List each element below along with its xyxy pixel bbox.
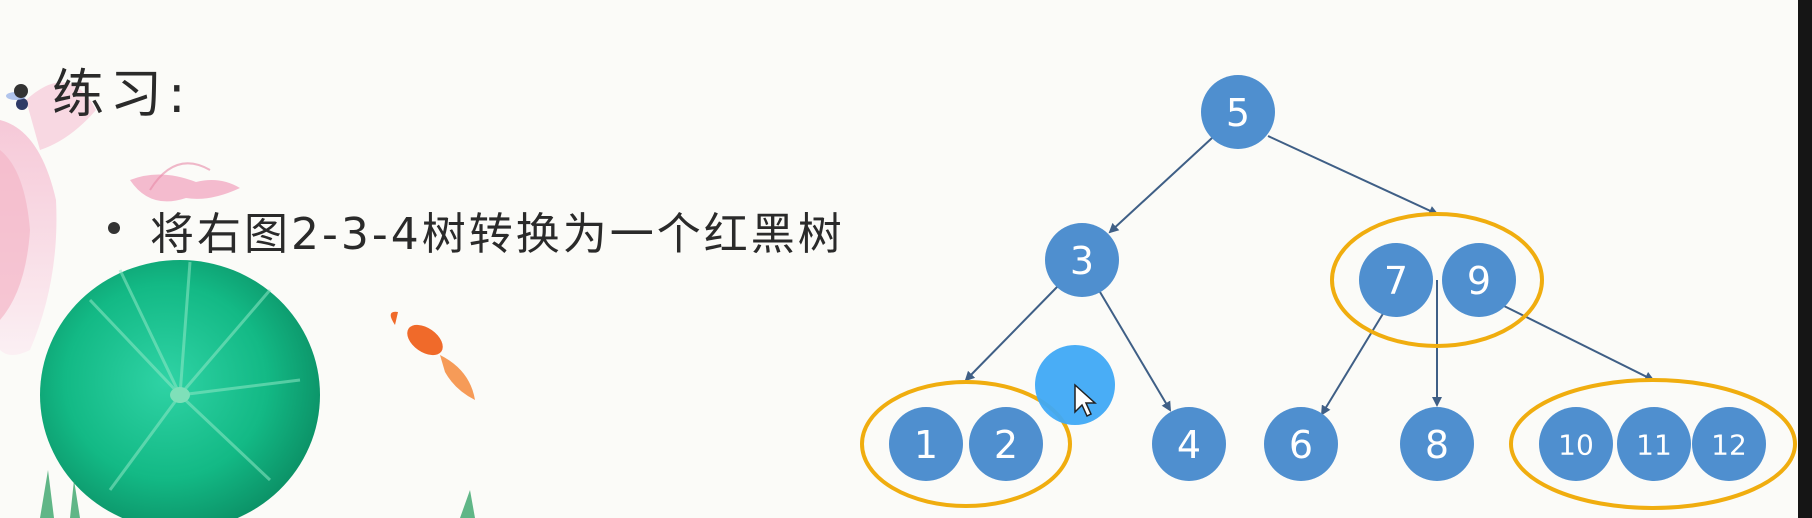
exercise-instruction: 将右图2-3-4树转换为一个红黑树 [150, 209, 845, 260]
edge-n5-to-n3 [1108, 137, 1213, 234]
tree-node-7: 7 [1359, 243, 1433, 317]
tree-node-5: 5 [1201, 75, 1275, 149]
tree-node-key: 5 [1226, 91, 1250, 135]
tree-node-key: 7 [1384, 259, 1408, 303]
tree-node-key: 3 [1070, 239, 1094, 283]
tree-node-circle [969, 407, 1043, 481]
tree-node-8: 8 [1400, 407, 1474, 481]
tree-node-12: 12 [1692, 407, 1766, 481]
tree-node-circle [1539, 407, 1613, 481]
tree-node-key: 12 [1711, 429, 1747, 462]
slide-heading: 练习: [52, 65, 192, 125]
tree-node-9: 9 [1442, 243, 1516, 317]
tree-node-10: 10 [1539, 407, 1613, 481]
tree-node-circle [1045, 223, 1119, 297]
pink-blossom-sprig [130, 162, 240, 202]
list-bullet [108, 222, 120, 234]
tree-node-circle [1152, 407, 1226, 481]
tree-node-key: 11 [1636, 429, 1672, 462]
tree-node-circle [1617, 407, 1691, 481]
tree-node-circle [889, 407, 963, 481]
tree-edges [964, 135, 1655, 416]
tree-node-circle [1400, 407, 1474, 481]
tree-node-key: 10 [1558, 429, 1594, 462]
tree-node-circle [1264, 407, 1338, 481]
lotus-background-illustration [0, 82, 475, 518]
tree-node-1: 1 [889, 407, 963, 481]
tree-node-3: 3 [1045, 223, 1119, 297]
edge-n5-to-g79 [1267, 135, 1439, 216]
tree-node-2: 2 [969, 407, 1043, 481]
tree-node-4: 4 [1152, 407, 1226, 481]
mouse-cursor-indicator [1035, 345, 1115, 425]
multi-key-node-outlines [860, 212, 1797, 510]
multi-key-node-outline-g101112 [1509, 378, 1797, 510]
tree-node-key: 2 [994, 423, 1018, 467]
multi-key-node-outline-g79 [1330, 212, 1544, 348]
lotus-flower [0, 82, 96, 355]
tree-node-11: 11 [1617, 407, 1691, 481]
edge-n3-to-g12 [964, 285, 1059, 382]
mouse-pointer-icon [1074, 383, 1097, 418]
tree-node-circle [1359, 243, 1433, 317]
window-edge-bar [1798, 0, 1812, 518]
tree-node-key: 6 [1289, 423, 1313, 467]
heading-bullet [14, 84, 28, 98]
tree-node-key: 1 [914, 423, 938, 467]
tree-node-circle [1442, 243, 1516, 317]
tree-node-circle [1692, 407, 1766, 481]
edge-n3-to-n4 [1099, 291, 1172, 412]
edge-n7-to-n6 [1320, 311, 1385, 416]
lotus-leaf [40, 260, 320, 518]
tree-node-key: 9 [1467, 259, 1491, 303]
goldfish-illustration [390, 311, 475, 400]
tree-node-circle [1201, 75, 1275, 149]
tree-node-key: 4 [1177, 423, 1201, 467]
tree-node-6: 6 [1264, 407, 1338, 481]
tree-node-key: 8 [1425, 423, 1449, 467]
multi-key-node-outline-g12 [860, 380, 1072, 508]
